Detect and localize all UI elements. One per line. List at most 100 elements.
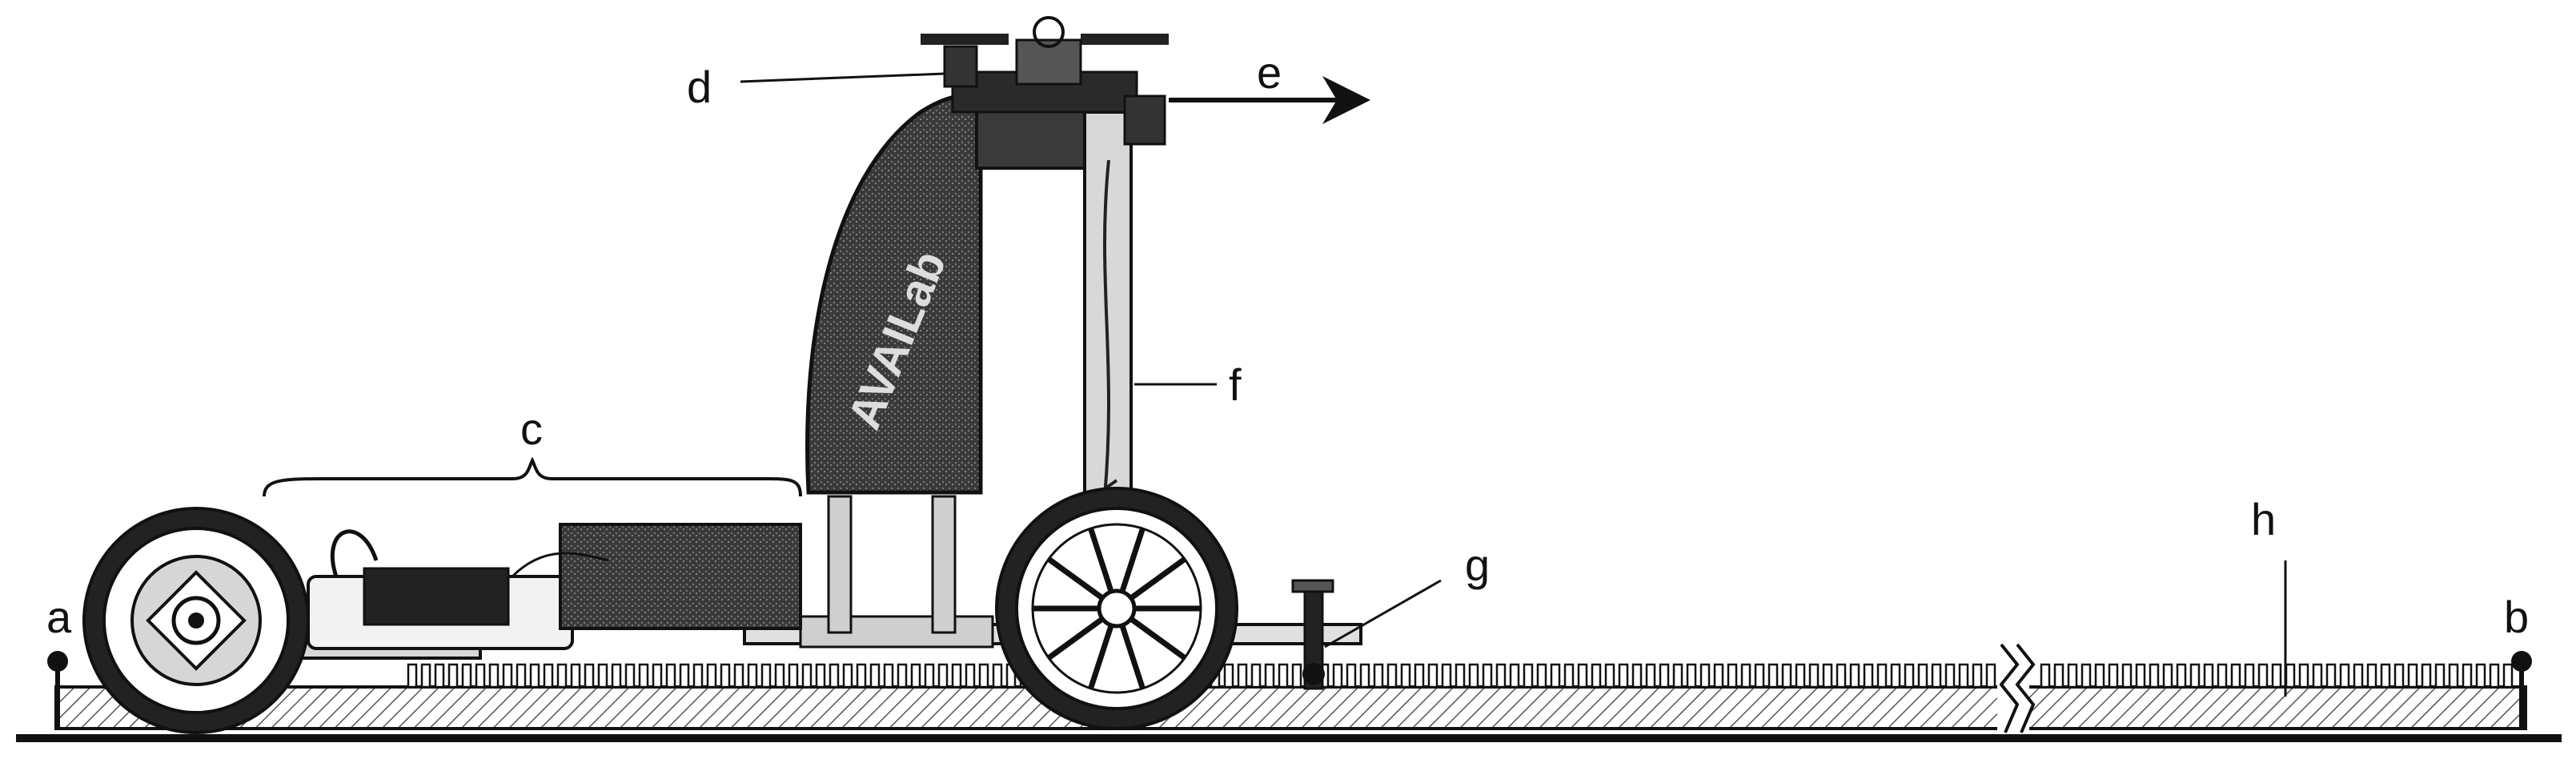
rack-tooth bbox=[516, 663, 527, 689]
rack-tooth bbox=[1876, 663, 1888, 689]
rack-tooth bbox=[1550, 663, 1561, 689]
rack-tooth bbox=[2176, 663, 2187, 689]
label-d: d bbox=[687, 62, 712, 112]
brace-c bbox=[263, 456, 802, 497]
rack-tooth bbox=[1400, 663, 1411, 689]
rack-tooth bbox=[2053, 663, 2064, 689]
rack-tooth bbox=[1781, 663, 1792, 689]
rack-tooth bbox=[488, 663, 500, 689]
rack-tooth bbox=[815, 663, 826, 689]
rack-tooth bbox=[2462, 663, 2473, 689]
rack-tooth bbox=[2203, 663, 2214, 689]
rack-tooth bbox=[856, 663, 867, 689]
label-b: b bbox=[2504, 592, 2529, 642]
rack-tooth bbox=[1645, 663, 1656, 689]
rack-tooth bbox=[1414, 663, 1425, 689]
rack-tooth bbox=[910, 663, 921, 689]
rack-tooth bbox=[624, 663, 636, 689]
rack-tooth bbox=[1482, 663, 1493, 689]
wheel-spoke bbox=[1047, 557, 1103, 600]
rack-tooth bbox=[1917, 663, 1928, 689]
rack-tooth bbox=[1972, 663, 1983, 689]
rack-tooth bbox=[2353, 663, 2364, 689]
rack-tooth bbox=[1455, 663, 1466, 689]
rack-tooth bbox=[978, 663, 989, 689]
rack-tooth bbox=[1386, 663, 1398, 689]
rack-tooth bbox=[652, 663, 663, 689]
rack-tooth bbox=[2448, 663, 2459, 689]
rack-tooth bbox=[883, 663, 894, 689]
end-post-b bbox=[2511, 651, 2532, 729]
rack-tooth bbox=[1427, 663, 1438, 689]
rack-tooth bbox=[1944, 663, 1956, 689]
label-h: h bbox=[2251, 494, 2276, 544]
rack-tooth bbox=[1237, 663, 1248, 689]
rack-tooth bbox=[2421, 663, 2432, 689]
rack-tooth bbox=[434, 663, 445, 689]
rack-tooth bbox=[1591, 663, 1602, 689]
rack-tooth bbox=[2257, 663, 2269, 689]
leader-lines bbox=[740, 72, 2287, 697]
label-f: f bbox=[1229, 359, 1242, 410]
label-g: g bbox=[1465, 540, 1490, 590]
rack-tooth bbox=[665, 663, 676, 689]
rack-tooth bbox=[720, 663, 731, 689]
rack-tooth bbox=[951, 663, 962, 689]
rack-tooth bbox=[2094, 663, 2105, 689]
rack-tooth bbox=[1278, 663, 1289, 689]
rack-tooth bbox=[897, 663, 908, 689]
rack-tooth bbox=[2475, 663, 2486, 689]
rack-tooth bbox=[2366, 663, 2377, 689]
track-base bbox=[16, 624, 2562, 742]
rack-tooth bbox=[1468, 663, 1479, 689]
rack-tooth bbox=[1699, 663, 1711, 689]
rack-tooth bbox=[1890, 663, 1901, 689]
top-sensors bbox=[921, 16, 1169, 146]
wheel-spoke bbox=[1047, 617, 1103, 660]
rack-tooth bbox=[1536, 663, 1547, 689]
rack-tooth bbox=[502, 663, 513, 689]
rack-tooth bbox=[2230, 663, 2241, 689]
rack-tooth bbox=[1563, 663, 1575, 689]
rack-tooth bbox=[611, 663, 622, 689]
wheel-spoke bbox=[1088, 625, 1113, 689]
rack-tooth bbox=[638, 663, 649, 689]
rack-tooth bbox=[706, 663, 717, 689]
rack-tooth bbox=[733, 663, 744, 689]
rack-tooth bbox=[1713, 663, 1724, 689]
rack-tooth bbox=[937, 663, 949, 689]
rack-tooth bbox=[1836, 663, 1847, 689]
rack-tooth bbox=[2339, 663, 2350, 689]
rack-tooth bbox=[2393, 663, 2405, 689]
rack-tooth bbox=[2162, 663, 2173, 689]
rack-tooth bbox=[2325, 663, 2337, 689]
rack-tooth bbox=[1863, 663, 1874, 689]
wheel-spoke bbox=[1120, 528, 1146, 592]
rack-tooth bbox=[1523, 663, 1534, 689]
rack-tooth bbox=[1727, 663, 1738, 689]
rack-tooth bbox=[1577, 663, 1588, 689]
rack-tooth bbox=[2489, 663, 2500, 689]
rack-tooth bbox=[2285, 663, 2296, 689]
rack-tooth bbox=[1441, 663, 1452, 689]
rack-tooth bbox=[992, 663, 1003, 689]
rack-tooth bbox=[1822, 663, 1833, 689]
rack-tooth bbox=[2149, 663, 2160, 689]
rack-tooth bbox=[1686, 663, 1697, 689]
rack-teeth bbox=[407, 663, 2514, 689]
rack-tooth bbox=[679, 663, 690, 689]
rack-tooth bbox=[774, 663, 785, 689]
rack-tooth bbox=[2067, 663, 2078, 689]
rack-tooth bbox=[1495, 663, 1507, 689]
wheel-spoke bbox=[1130, 557, 1186, 600]
rack-tooth bbox=[2135, 663, 2146, 689]
rack-tooth bbox=[461, 663, 472, 689]
label-a: a bbox=[46, 592, 72, 642]
rack-tooth bbox=[1604, 663, 1615, 689]
rack-tooth bbox=[2040, 663, 2051, 689]
rack-tooth bbox=[1291, 663, 1302, 689]
label-e: e bbox=[1257, 47, 1282, 98]
rack-tooth bbox=[543, 663, 554, 689]
rack-tooth bbox=[1849, 663, 1860, 689]
